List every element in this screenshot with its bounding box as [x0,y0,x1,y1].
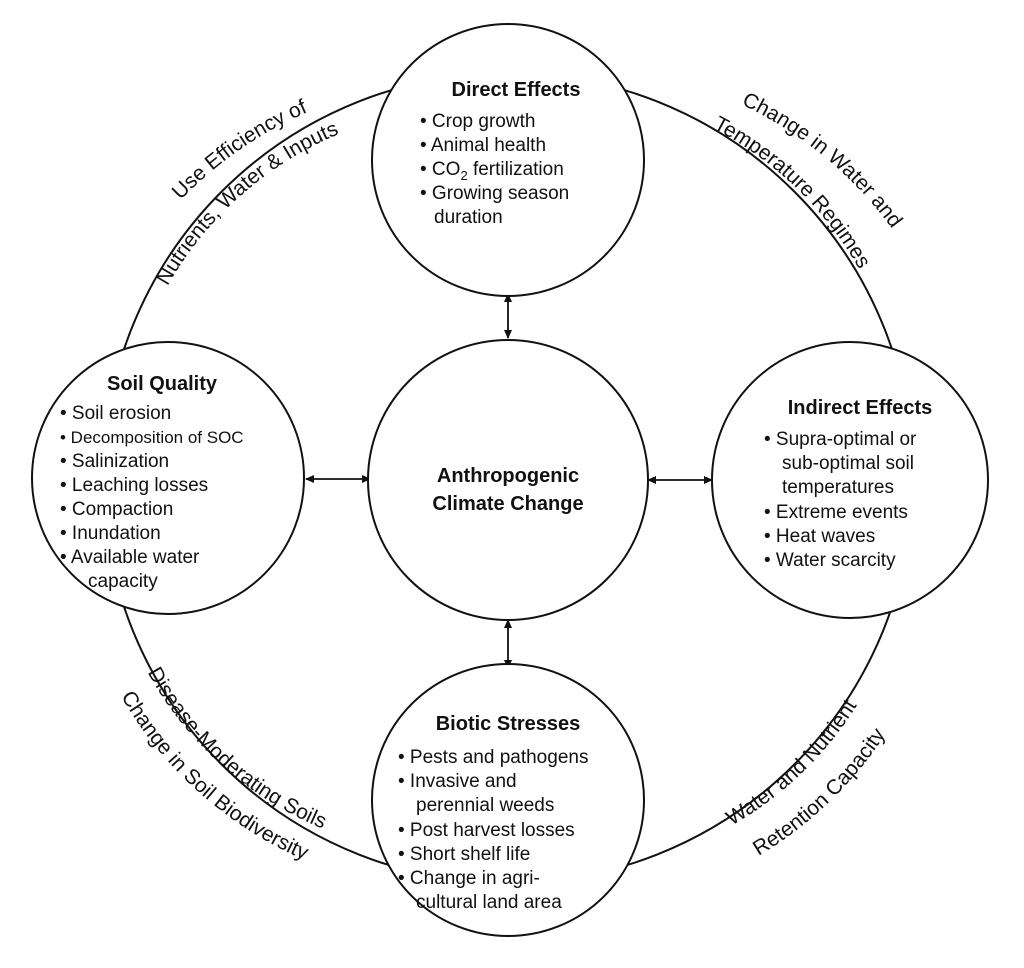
ring-label-bottom-left-outer: Change in Soil Biodiversity [117,687,313,865]
direct-effects-item: • Animal health [420,135,546,156]
biotic-stresses-item: • Change in agri- [398,868,540,889]
indirect-effects-item: • Water scarcity [764,550,896,571]
biotic-stresses-item: • Short shelf life [398,844,530,865]
indirect-effects-item: • Heat waves [764,526,875,547]
direct-effects-item: • CO2 fertilization [420,159,564,183]
biotic-stresses-item: • Invasive and [398,771,517,792]
biotic-stresses-circle [371,663,645,937]
biotic-stresses-item: cultural land area [416,892,562,913]
indirect-effects-circle [711,341,989,619]
soil-quality-item: • Inundation [60,523,161,544]
center-circle [367,339,649,621]
soil-quality-item: • Salinization [60,451,169,472]
center-title-line2: Climate Change [432,493,583,515]
biotic-stresses-item: perennial weeds [416,795,554,816]
indirect-effects-item: temperatures [782,477,894,498]
soil-quality-item: • Compaction [60,499,173,520]
biotic-stresses-item: • Post harvest losses [398,820,575,841]
center-title-line1: Anthropogenic [437,465,579,487]
direct-effects-item: • Growing season [420,183,569,204]
direct-effects-item: • Crop growth [420,111,535,132]
soil-quality-item: • Leaching losses [60,475,208,496]
biotic-stresses-item: • Pests and pathogens [398,747,588,768]
ring-label-bottom-right-inner: Water and Nutrient [722,695,861,830]
soil-quality-item: • Available water [60,547,200,568]
direct-effects-title: Direct Effects [452,79,581,101]
soil-quality-item: • Decomposition of SOC [60,428,244,447]
soil-quality-circle [31,341,305,615]
soil-quality-item: capacity [88,571,158,592]
indirect-effects-title: Indirect Effects [788,397,932,419]
soil-quality-title: Soil Quality [107,373,218,395]
biotic-stresses-title: Biotic Stresses [436,713,581,735]
indirect-effects-item: sub-optimal soil [782,453,914,474]
direct-effects-circle [371,23,645,297]
soil-quality-item: • Soil erosion [60,403,171,424]
indirect-effects-item: • Supra-optimal or [764,429,917,450]
indirect-effects-item: • Extreme events [764,502,908,523]
direct-effects-item: duration [434,207,503,228]
